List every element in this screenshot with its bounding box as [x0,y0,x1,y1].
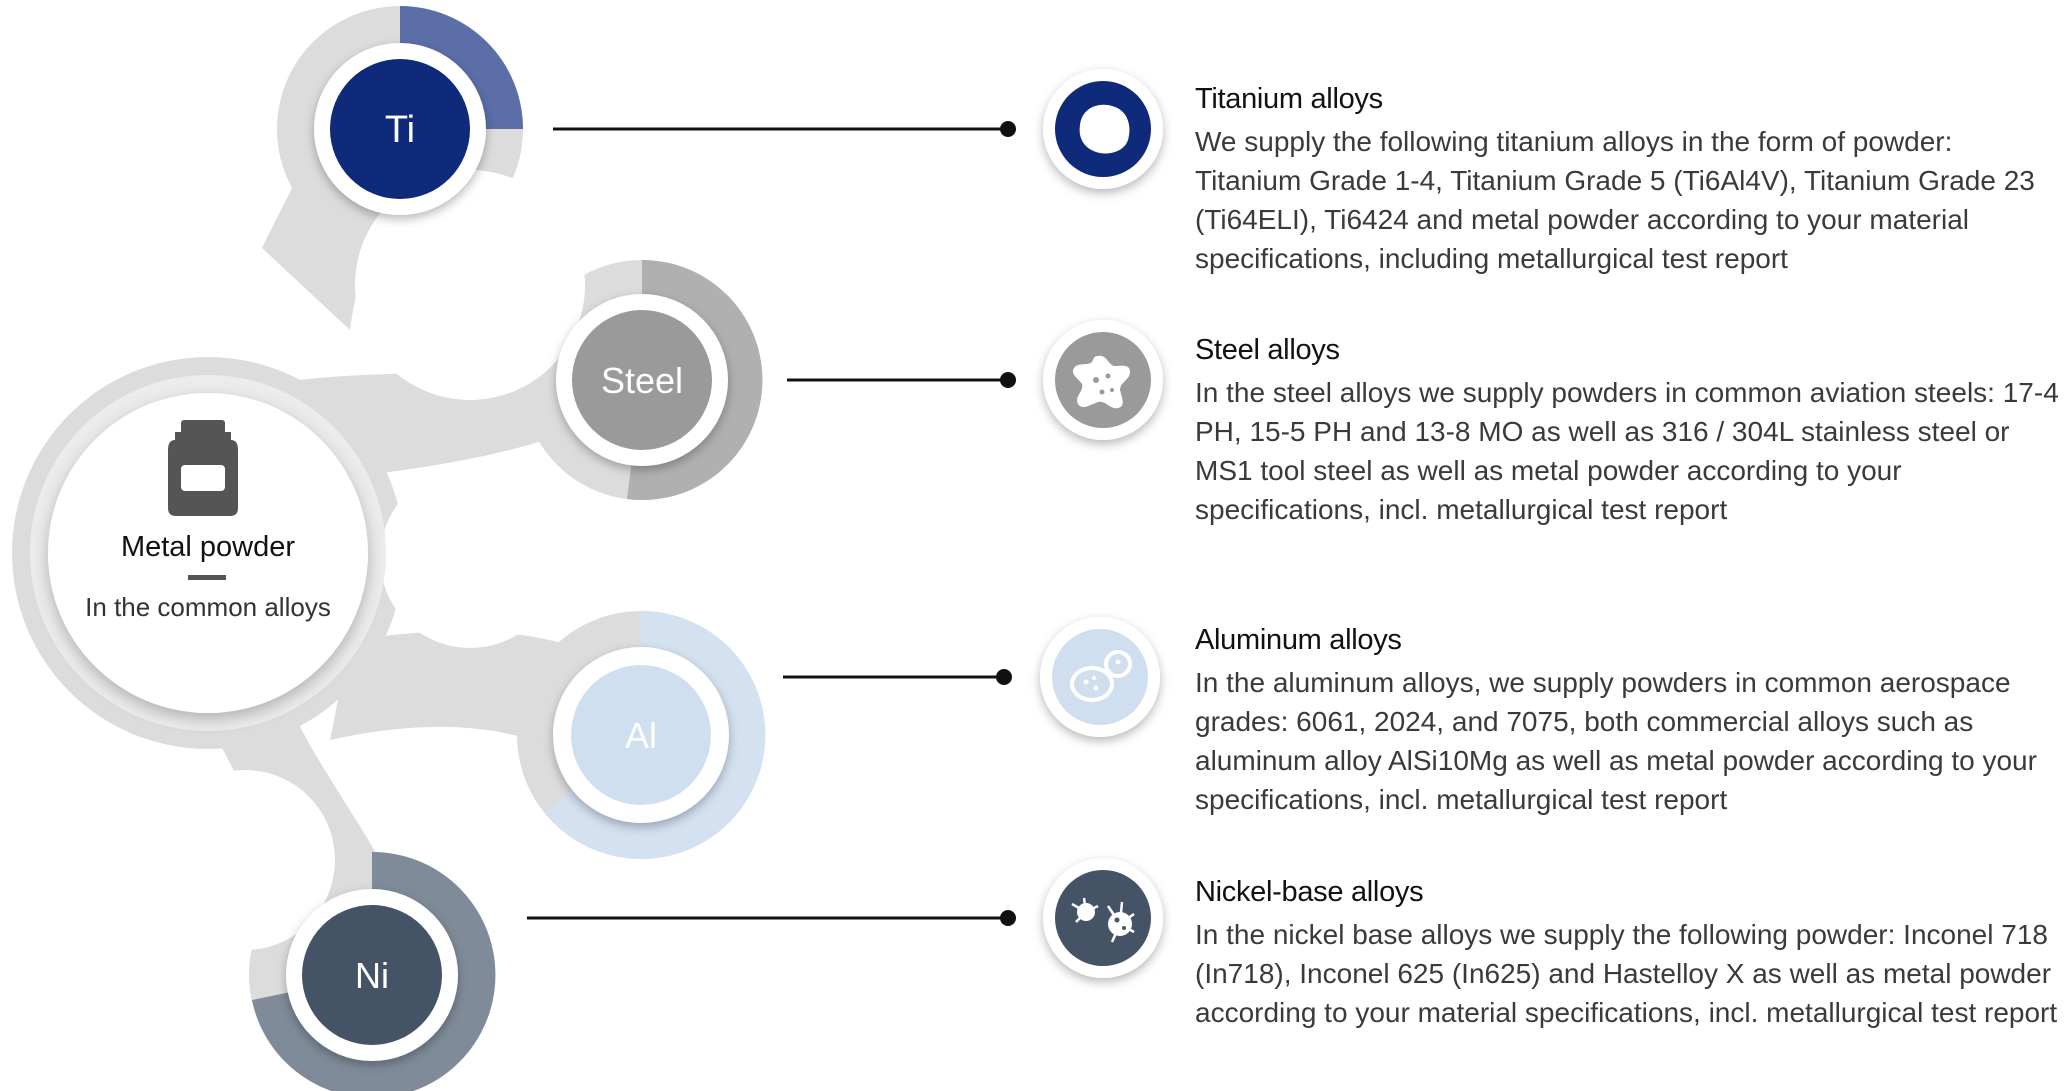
item-description: In the nickel base alloys we supply the … [1195,919,2058,1028]
powder-jar-icon [168,420,238,516]
node-steel: Steel [556,294,728,466]
node-ni: Ni [286,889,458,1061]
center-subtitle: In the common alloys [85,592,331,622]
item-aluminum: Aluminum alloys In the aluminum alloys, … [1195,624,2065,819]
node-ni-label: Ni [355,955,389,996]
node-ti-label: Ti [385,109,415,151]
connector-lines [527,127,1008,920]
item-description: We supply the following titanium alloys … [1195,126,2035,274]
item-title: Titanium alloys [1195,83,1383,115]
item-title: Aluminum alloys [1195,624,1402,656]
aluminum-particle-icon [1040,617,1160,737]
node-al-label: Al [625,715,657,756]
item-title: Steel alloys [1195,334,1340,366]
item-description: In the aluminum alloys, we supply powder… [1195,667,2037,815]
center-hub: Metal powder In the common alloys [30,375,386,731]
branch-bays [155,170,585,950]
item-description: In the steel alloys we supply powders in… [1195,377,2059,525]
node-steel-label: Steel [601,360,683,401]
center-divider [188,575,226,580]
connector-dots [996,121,1016,926]
node-ti: Ti [314,43,486,215]
center-title: Metal powder [121,531,295,563]
connector-dot-ni [1000,910,1016,926]
item-steel: Steel alloys In the steel alloys we supp… [1195,334,2065,529]
titanium-particle-icon [1043,69,1163,189]
nickel-particle-icon [1043,858,1163,978]
item-nickel: Nickel-base alloys In the nickel base al… [1195,876,2065,1032]
item-titanium: Titanium alloys We supply the following … [1195,83,2065,278]
connector-dot-steel [1000,372,1016,388]
connector-dot-ti [1000,121,1016,137]
connector-dot-al [996,669,1012,685]
steel-particle-icon [1043,320,1163,440]
item-title: Nickel-base alloys [1195,876,1424,908]
node-al: Al [553,647,729,823]
